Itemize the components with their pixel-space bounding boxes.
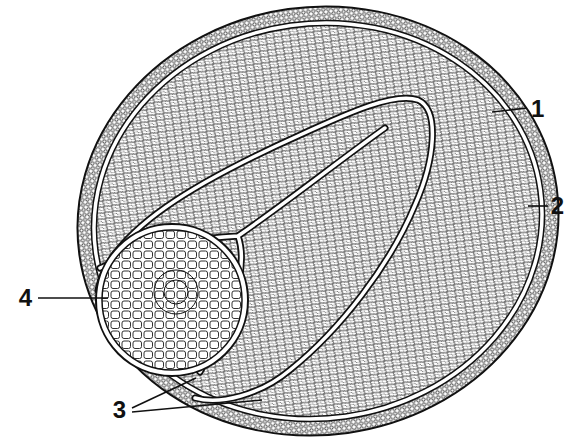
- callout-number: 2: [551, 194, 564, 218]
- seed-coat: [50, 0, 567, 439]
- leader-lines: [38, 108, 548, 412]
- callout-number: 3: [113, 398, 126, 422]
- callout-number: 4: [19, 286, 32, 310]
- cotyledon-outline: [98, 98, 432, 400]
- callout-number: 1: [531, 97, 544, 121]
- radicle: [96, 224, 248, 376]
